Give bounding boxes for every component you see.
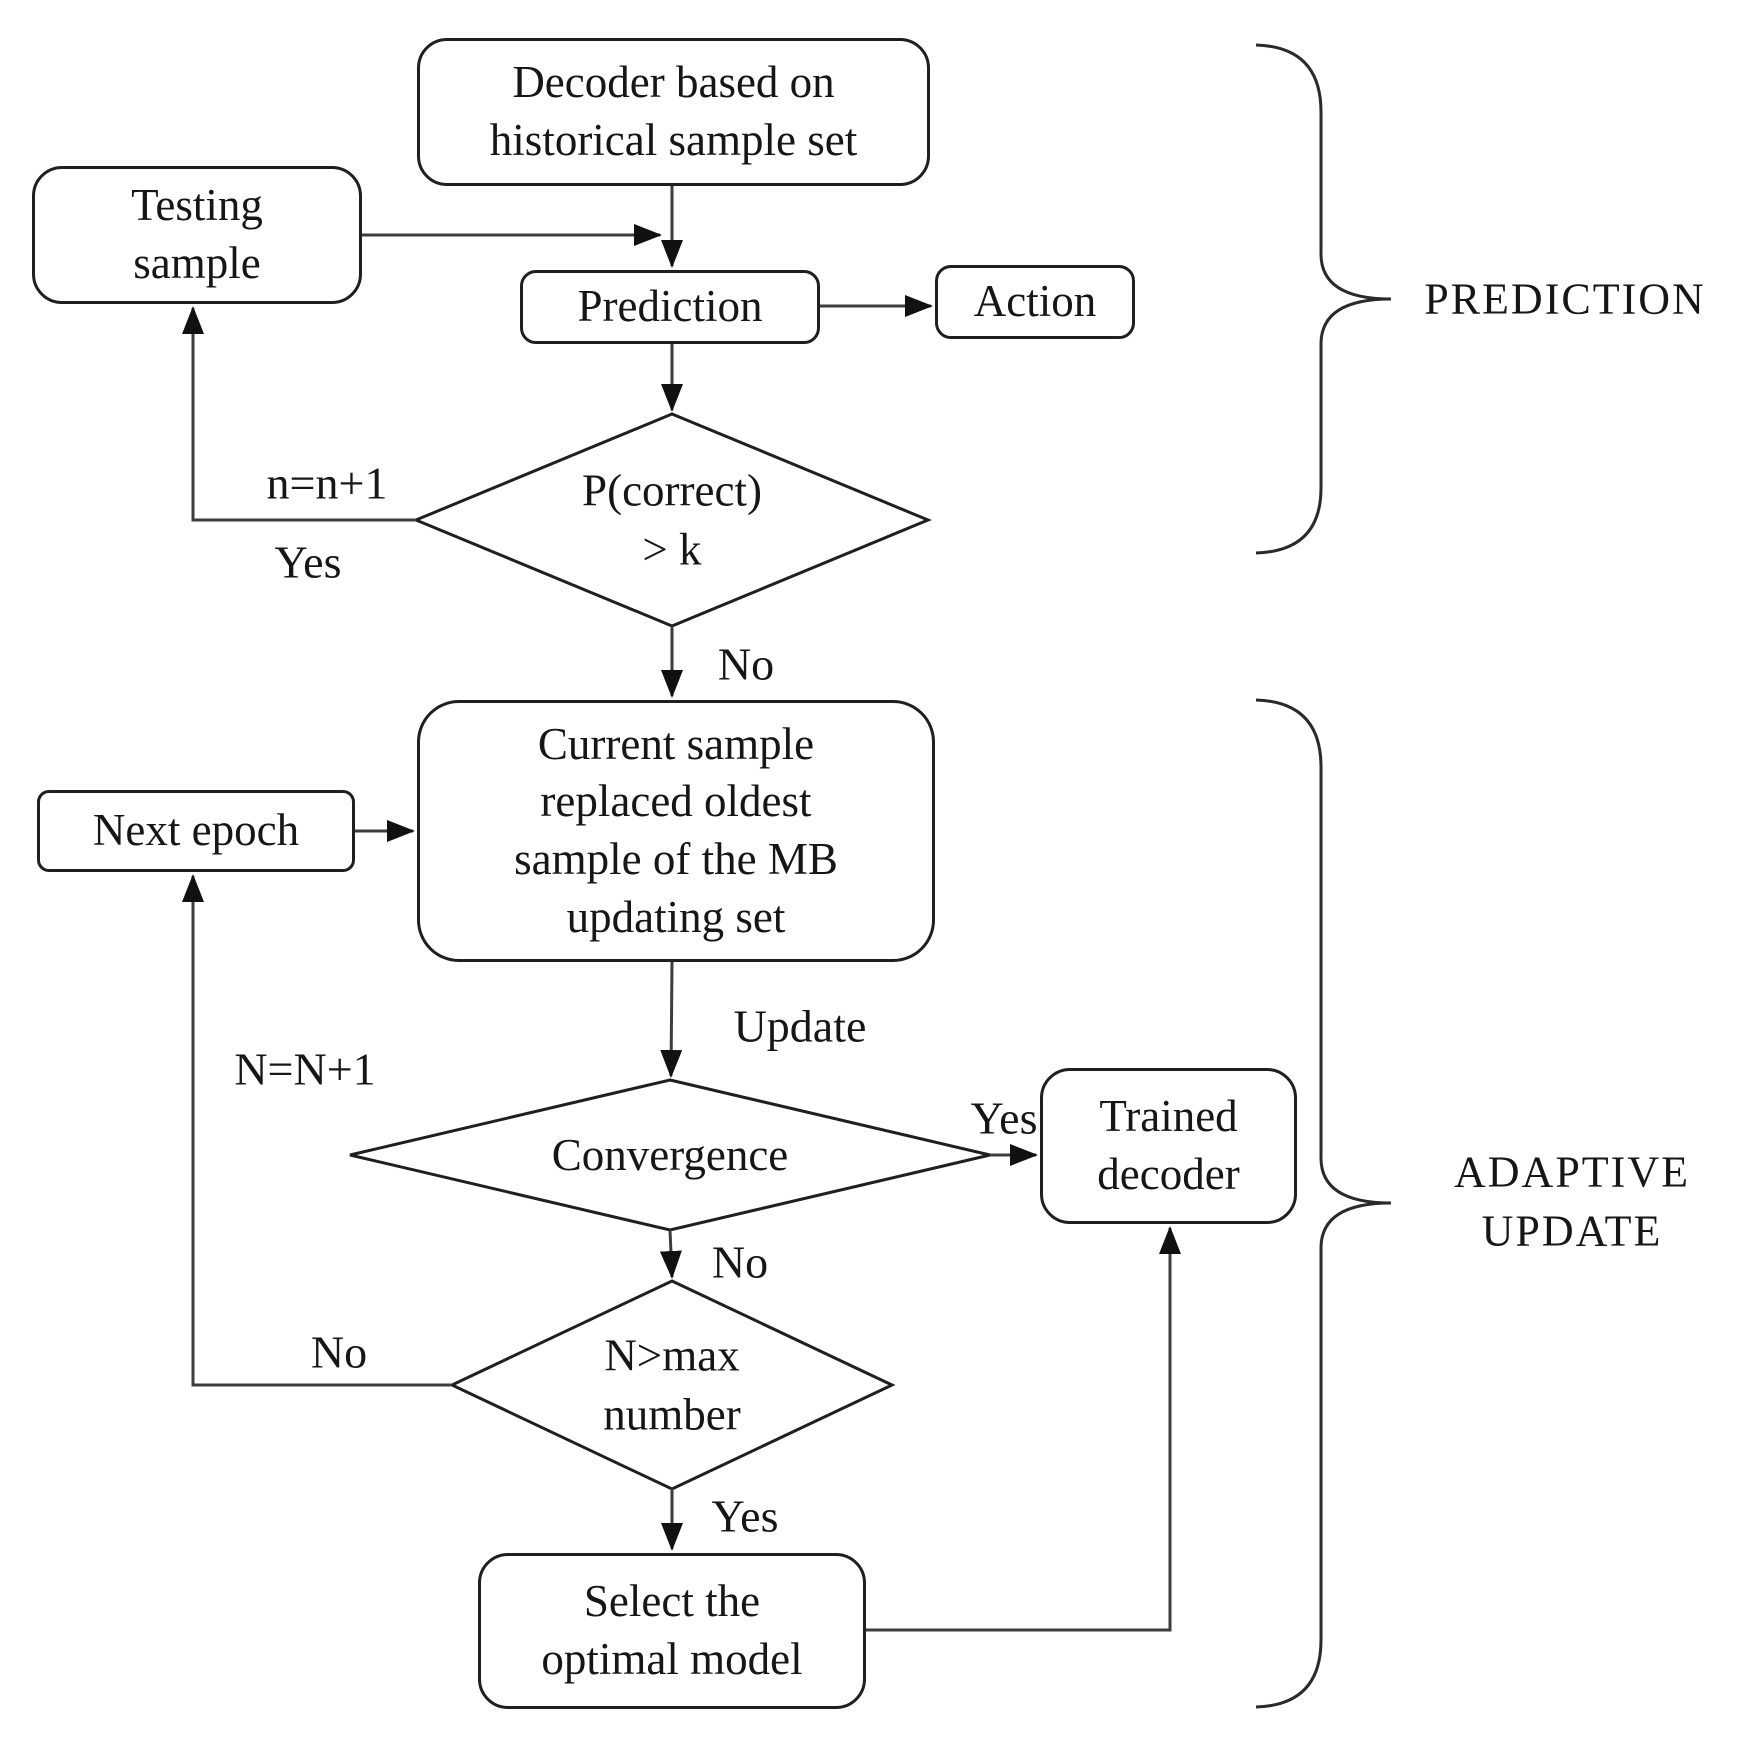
- node-select-optimal-model: Select the optimal model: [478, 1553, 866, 1709]
- node-trained-decoder: Trained decoder: [1040, 1068, 1297, 1224]
- section-title-adaptive-update: ADAPTIVE UPDATE: [1454, 1147, 1690, 1256]
- decision-p-correct-label: P(correct) > k: [582, 465, 762, 575]
- section-title-prediction: PREDICTION: [1424, 274, 1706, 324]
- node-decoder: Decoder based on historical sample set: [417, 38, 930, 186]
- label-no-update: No: [717, 638, 775, 690]
- label-yes-nmax: Yes: [711, 1490, 779, 1542]
- label-update: Update: [733, 1000, 867, 1052]
- label-no-convergence: No: [711, 1236, 769, 1288]
- node-next-epoch: Next epoch: [37, 790, 355, 872]
- brace-adaptive-update: [1255, 698, 1392, 1709]
- decision-n-max-label: N>max number: [603, 1330, 741, 1440]
- label-yes-loop: Yes: [274, 536, 342, 588]
- decision-convergence-label: Convergence: [551, 1129, 789, 1180]
- brace-prediction: [1255, 43, 1392, 555]
- label-n-increment: n=n+1: [266, 457, 388, 509]
- label-no-nmax: No: [310, 1326, 368, 1378]
- arrow-pcorrect-yes-to-testing: [182, 306, 416, 522]
- node-current-sample: Current sample replaced oldest sample of…: [417, 700, 935, 962]
- label-N-increment: N=N+1: [234, 1043, 376, 1095]
- arrow-convergence-no-to-nmax: [659, 1229, 682, 1279]
- arrow-select-to-trained: [866, 1226, 1181, 1632]
- node-action: Action: [935, 265, 1135, 339]
- node-testing-sample: Testing sample: [32, 166, 362, 304]
- label-yes-convergence: Yes: [970, 1092, 1038, 1144]
- arrow-nmax-no-to-nextepoch: [182, 874, 452, 1387]
- arrow-current-to-convergence: [660, 961, 683, 1078]
- node-prediction: Prediction: [520, 270, 820, 344]
